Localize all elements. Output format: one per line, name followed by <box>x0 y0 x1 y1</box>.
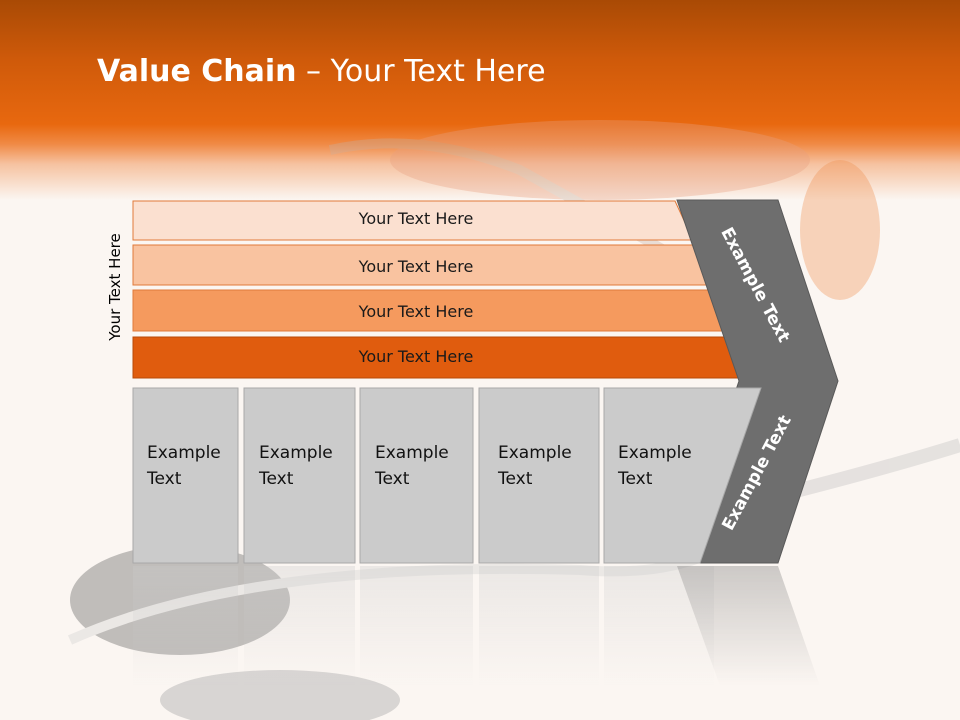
cell-2 <box>243 387 356 564</box>
cell-1 <box>132 387 239 564</box>
band-label-1: Your Text Here <box>358 209 474 228</box>
cell-3 <box>359 387 474 564</box>
slide-title: Value Chain – Your Text Here <box>97 54 546 89</box>
cell-5 <box>603 387 762 564</box>
band-label-3: Your Text Here <box>358 302 474 321</box>
header-band <box>0 0 960 200</box>
band-label-4: Your Text Here <box>358 347 474 366</box>
cell-4 <box>478 387 600 564</box>
band-label-2: Your Text Here <box>358 257 474 276</box>
diagram-reflection <box>130 566 850 686</box>
